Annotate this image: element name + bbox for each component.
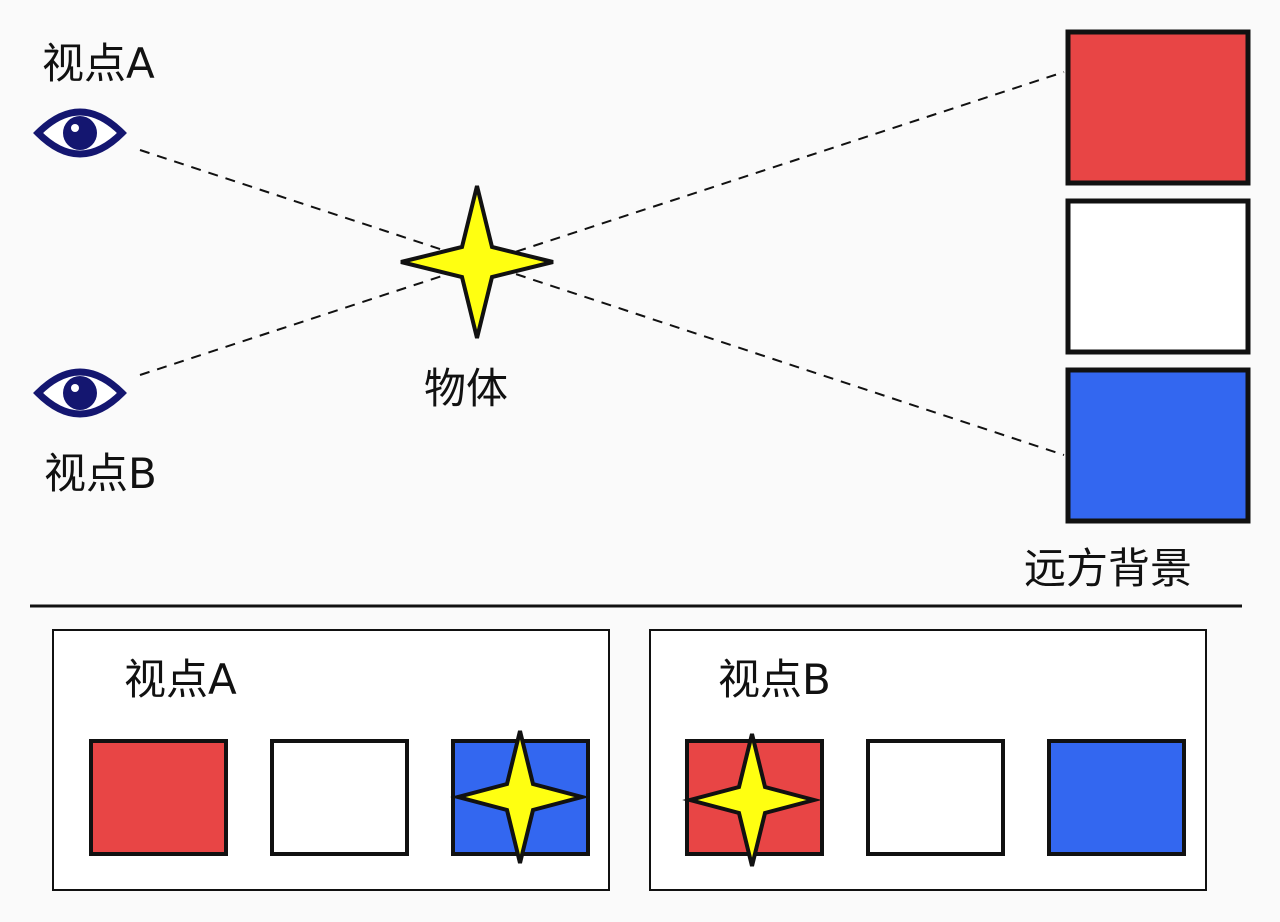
- sight-line-a: [139, 149, 1065, 456]
- panel-viewpoint-a: 视点A: [52, 629, 610, 891]
- four-point-star-icon: [682, 733, 822, 867]
- panel-viewpoint-b: 视点B: [649, 629, 1207, 891]
- viewpoint-a-label: 视点A: [42, 39, 155, 88]
- four-point-star-icon: [400, 185, 554, 339]
- panel-a-square-red: [89, 739, 228, 856]
- sight-line-b: [139, 71, 1065, 376]
- background-squares: [1065, 29, 1251, 524]
- sight-lines: [139, 71, 1065, 456]
- background-square-white: [1065, 198, 1251, 355]
- background-square-red: [1065, 29, 1251, 186]
- eye-icon: [33, 108, 127, 158]
- panel-b-title: 视点B: [718, 655, 831, 704]
- four-point-star-icon: [450, 730, 590, 864]
- background-label: 远方背景: [1024, 544, 1192, 593]
- eye-icon: [33, 368, 127, 418]
- object-label: 物体: [424, 364, 508, 413]
- panel-b-square-white: [866, 739, 1005, 856]
- panel-a-title: 视点A: [124, 655, 237, 704]
- background-square-blue: [1065, 367, 1251, 524]
- panel-b-square-blue: [1047, 739, 1186, 856]
- viewpoint-b-label: 视点B: [44, 449, 157, 498]
- panel-a-square-white: [270, 739, 409, 856]
